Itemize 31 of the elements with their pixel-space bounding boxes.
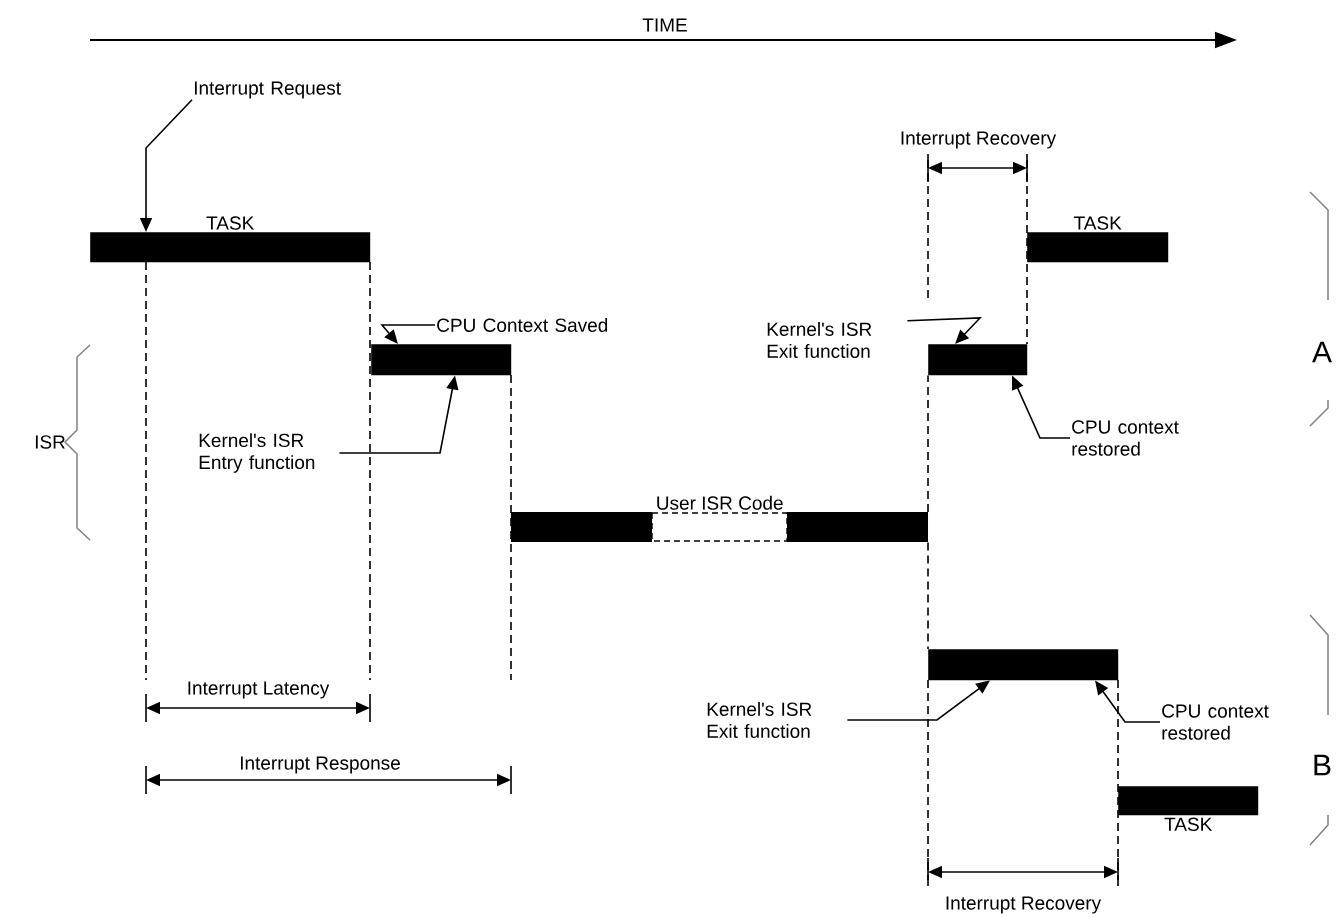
timeline-bar — [371, 344, 512, 376]
dimension-label: Interrupt Recovery — [901, 131, 1057, 149]
callout-label: Kernel's ISR Exit function — [707, 702, 812, 738]
node-label: TASK — [206, 216, 255, 230]
timeline-bar — [928, 344, 1028, 376]
callout-label: CPU context restored — [1162, 704, 1269, 740]
callout-label: Kernel's ISR Entry function — [199, 433, 315, 473]
task-bar: TASK — [90, 216, 371, 263]
callout-label: CPU context restored — [1072, 420, 1179, 456]
timeline-bar — [928, 649, 1119, 681]
leader-arrow — [846, 680, 990, 721]
node-label: User ISR Code — [657, 495, 783, 510]
leader-arrow — [906, 317, 982, 344]
task-bar: TASK — [1027, 216, 1169, 263]
task-bar: User ISR Code — [511, 495, 928, 542]
callout-label: CPU Context Saved — [437, 318, 608, 332]
group-letter: B — [1314, 754, 1331, 776]
callout-label: Kernel's ISR Exit function — [767, 322, 872, 358]
callout-label: Interrupt Request — [194, 81, 341, 99]
node-label: TASK — [1164, 817, 1213, 832]
leader-arrow — [380, 324, 436, 344]
dimension-label: Interrupt Latency — [188, 681, 330, 699]
dimension-label: Interrupt Recovery — [946, 896, 1102, 914]
dimension-label: Interrupt Response — [240, 756, 400, 774]
group-label: ISR — [35, 435, 65, 449]
title-label: TIME — [642, 18, 687, 32]
node-label: TASK — [1074, 216, 1122, 230]
task-bar: TASK — [1118, 786, 1259, 832]
connector-line — [927, 374, 929, 513]
connector-line — [927, 541, 929, 650]
group-letter: A — [1312, 341, 1332, 363]
